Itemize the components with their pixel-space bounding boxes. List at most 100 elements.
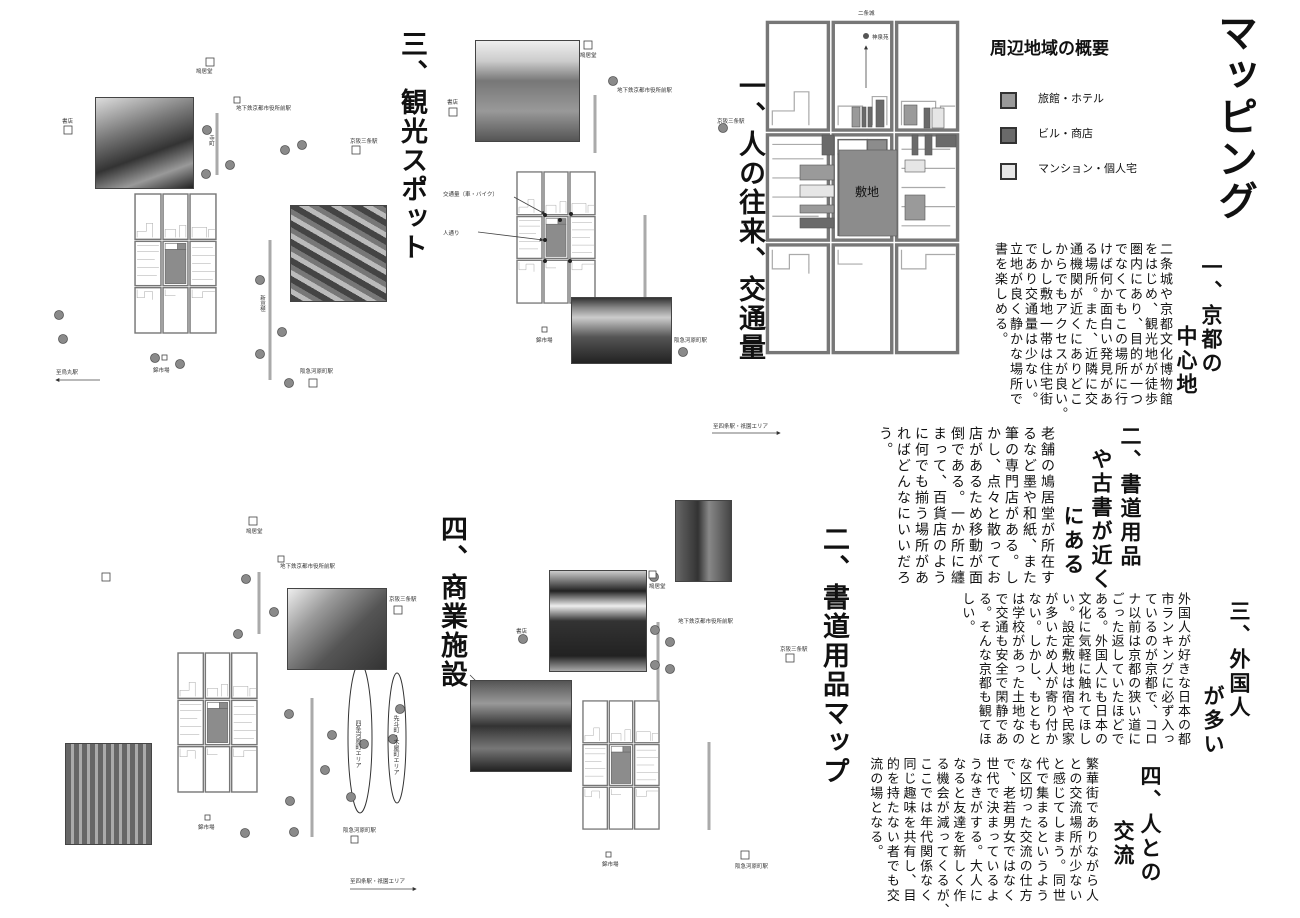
section-4-body: 繁華街でありながら人との交流場所が少ないと感じてしまう。同世代で集まるというよう…: [866, 757, 1098, 918]
section-2-body: 老舗の鳩居堂が所在するなど墨や和紙、また筆の専門店がある。しかし、点々と散ってお…: [876, 426, 1056, 586]
map-label-market: 錦市場: [536, 338, 553, 344]
section-1-body: 二条城や京都文化博物館をはじめ、観光地が徒歩圏内にあり、目的が一つでなくてもこの…: [992, 242, 1172, 422]
map-label-shop: 書店: [516, 629, 528, 635]
photo-shop-entrance: [675, 500, 732, 582]
section-1-heading-b: 中心地: [1174, 325, 1199, 397]
site-grid-calligraphy: [582, 700, 660, 830]
heading-traffic: 一、人の往来、交通量: [730, 72, 769, 362]
map-label-station: 京阪三条駅: [389, 597, 417, 603]
body-column: ナ以前は京都の狭い道に: [1125, 592, 1141, 746]
body-column: ているのが京都で、コロ: [1141, 592, 1157, 746]
legend-label-shop: ビル・商店: [1038, 127, 1093, 140]
heading-line: 観光スポット: [396, 88, 427, 262]
area-oval-pontocho: [387, 672, 407, 804]
body-column: かし、点々と散ってお: [985, 426, 1001, 586]
heading-number: 三、: [396, 30, 427, 88]
map-label-direction: 至烏丸駅: [56, 370, 79, 376]
body-column: ればどんなにいいだろ: [895, 426, 911, 586]
body-column: な区切った交流の仕方: [1016, 757, 1032, 903]
photo-kyukyodo: [549, 570, 647, 672]
map-label-shop: 書店: [447, 100, 459, 106]
heading-sightseeing: 三、観光スポット: [392, 30, 431, 262]
photo-department-store: [65, 743, 152, 845]
body-column: 文化に気軽に触れてほし: [1075, 592, 1091, 746]
map-label-direction: 至四条駅・祇園エリア: [350, 879, 406, 885]
map-label-station: 阪急河原町駅: [343, 828, 377, 834]
traffic-points: [543, 212, 573, 263]
body-column: ここでは年代関係なく: [917, 757, 933, 903]
map-label-station: 京阪三条駅: [780, 647, 808, 653]
body-column: であり交通量は少ない。: [1022, 242, 1037, 407]
body-column: い。設定敷地は宿や民家: [1058, 592, 1074, 746]
map-label-station: 地下鉄京都市役所前駅: [617, 88, 673, 94]
photo-commercial-building: [287, 588, 387, 670]
heading-line: 交通量: [734, 275, 765, 362]
section-2-heading-a: 二、書道用品: [1118, 425, 1143, 569]
body-column: 世代で決まっているよ: [983, 757, 999, 903]
body-column: 繁華街でありながら人: [1083, 757, 1098, 903]
heading-line: 商業施設: [436, 573, 467, 689]
map-label-shop: 鳩居堂: [649, 584, 666, 590]
body-column: は学校があった土地なの: [1009, 592, 1025, 746]
body-column: をはじめ、観光地が徒歩: [1142, 242, 1157, 407]
legend-swatch-shop: [1000, 127, 1017, 144]
photo-crab-sign: [95, 97, 194, 189]
legend-pedestrians: 人通り: [443, 231, 460, 237]
body-column: るなど墨や和紙、また: [1021, 426, 1037, 586]
body-column: ない。しかし、もともと: [1025, 592, 1041, 746]
body-column: う。: [877, 426, 893, 458]
body-column: で、老若男女ではなく: [1000, 757, 1016, 903]
map-label-market: 錦市場: [198, 825, 215, 831]
body-column: で交通も安全で閑静であ: [992, 592, 1008, 746]
body-column: 筆の専門店がある。し: [1003, 426, 1019, 586]
area-label-pontocho: 先斗町・木屋町エリア: [392, 715, 399, 775]
map-label-street: 寺町: [208, 135, 214, 146]
body-column: 同じ趣味を共有し、目: [900, 757, 916, 903]
body-column: けば何か面白い発見があ: [1097, 242, 1112, 407]
legend-label-hotel: 旅館・ホテル: [1038, 92, 1104, 105]
section-4-heading-a: 四、人との: [1138, 765, 1163, 885]
map-label-shop: 鳩居堂: [196, 69, 213, 75]
heading-number: 四、: [436, 515, 467, 573]
legend-traffic-cars: 交通量（車・バイク）: [443, 192, 498, 198]
map-label-station: 阪急河原町駅: [674, 338, 708, 344]
body-column: 二条城や京都文化博物館: [1157, 242, 1172, 407]
section-3-body: 外国人が好きな日本の都市ランキングに必ず入っているのが京都で、コロナ以前は京都の…: [958, 592, 1190, 746]
site-grid-traffic: [516, 171, 596, 304]
map-label-market: 錦市場: [602, 862, 619, 868]
photo-arcade: [571, 297, 672, 364]
body-column: 流の場となる。: [867, 757, 883, 860]
body-column: しかし敷地一帯は住宅街: [1037, 242, 1052, 407]
body-column: でなくてもこの場所に行: [1112, 242, 1127, 407]
site-label: 敷地: [855, 185, 880, 199]
body-column: うなきがする。大人に: [966, 757, 982, 903]
section-2-heading-b: や古書が近く: [1089, 448, 1114, 592]
heading-commercial: 四、商業施設: [432, 515, 471, 689]
section-1-heading-a: 一、京都の: [1199, 256, 1224, 376]
photo-food-market: [290, 205, 387, 302]
legend-label-residence: マンション・個人宅: [1038, 162, 1137, 175]
body-column: る機会が減ってくるが、: [933, 757, 949, 918]
body-column: 圏内にあり、目的が一つ: [1127, 242, 1142, 407]
body-column: 立地が良く静かな場所で: [1007, 242, 1022, 407]
map-label-shop: 書店: [62, 119, 74, 125]
body-column: 通機関が近くにありどこ: [1067, 242, 1082, 407]
map-label-station: 地下鉄京都市役所前駅: [236, 106, 292, 112]
body-column: なると友達を新しく作: [950, 757, 966, 903]
section-3-heading-a: 三、外国人: [1227, 600, 1252, 720]
overview-title: 周辺地域の概要: [990, 39, 1109, 59]
section-3-heading-b: が多い: [1201, 685, 1226, 757]
heading-line: 人の往来、: [734, 130, 765, 275]
map-label-shop: 鳩居堂: [580, 53, 597, 59]
map-label-station: 京阪三条駅: [717, 119, 745, 125]
map-label-station: 阪急河原町駅: [300, 369, 334, 375]
body-column: 市ランキングに必ず入っ: [1158, 592, 1174, 746]
heading-line: 書道用品マップ: [818, 583, 849, 786]
area-label-shijo: 四条河原町エリア: [354, 720, 361, 768]
road-lines: [215, 95, 711, 837]
section-4-heading-b: 交流: [1111, 820, 1136, 868]
section-2-heading-c: にある: [1061, 505, 1086, 577]
body-column: 代で集まるというよう: [1033, 757, 1049, 903]
page-title: マッピング: [1211, 12, 1258, 222]
